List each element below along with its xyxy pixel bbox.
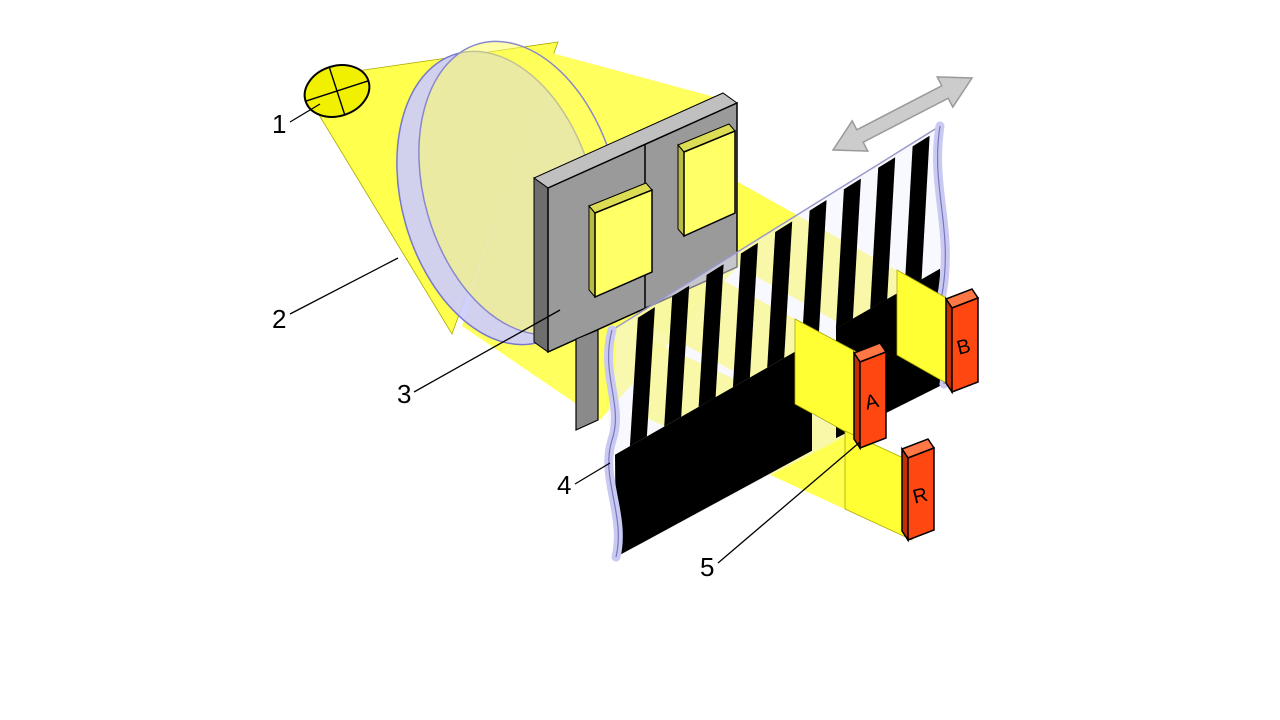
mask-window-right — [683, 129, 736, 238]
sensor-b-front — [951, 296, 979, 394]
aperture-mask — [533, 92, 738, 431]
light-beam-r-exit — [844, 430, 913, 541]
sensor-b: B — [944, 288, 980, 395]
leader-line-3 — [413, 309, 561, 393]
leader-line-2 — [289, 257, 399, 315]
code-strip-stripes — [629, 135, 930, 447]
part-label-4: 4 — [557, 470, 571, 500]
sensor-a-side — [853, 350, 861, 451]
sensor-r: R — [900, 438, 936, 543]
mask-window-left-inner-side — [588, 204, 596, 299]
sensor-r-label: R — [911, 484, 930, 509]
motion-arrow — [831, 76, 974, 152]
leader-line-4 — [574, 462, 611, 485]
leader-line-5 — [717, 441, 861, 564]
reference-track-left — [615, 342, 812, 557]
sensor-a-label: A — [863, 390, 882, 415]
code-strip-left-edge-outline — [608, 329, 619, 558]
code-strip-top-edge — [611, 125, 941, 331]
sensor-b-label: B — [955, 335, 973, 360]
part-label-3: 3 — [397, 379, 411, 409]
leader-line-1 — [289, 103, 321, 123]
sensor-r-front — [907, 446, 935, 542]
mask-side-face — [533, 177, 549, 353]
double-arrow-icon — [831, 76, 974, 152]
light-source — [303, 64, 371, 118]
part-label-2: 2 — [272, 304, 286, 334]
mask-stem — [575, 329, 599, 431]
mask-window-right-inner-side — [677, 143, 685, 238]
mask-window-left — [594, 188, 653, 299]
bulb-cross-v — [328, 67, 346, 115]
part-label-1: 1 — [272, 109, 286, 139]
sensor-a: A — [852, 342, 888, 451]
sensor-r-side — [901, 446, 909, 543]
sensor-b-side — [945, 296, 953, 395]
sensor-a-front — [859, 350, 887, 450]
part-label-5: 5 — [700, 552, 714, 582]
code-strip — [604, 121, 950, 562]
